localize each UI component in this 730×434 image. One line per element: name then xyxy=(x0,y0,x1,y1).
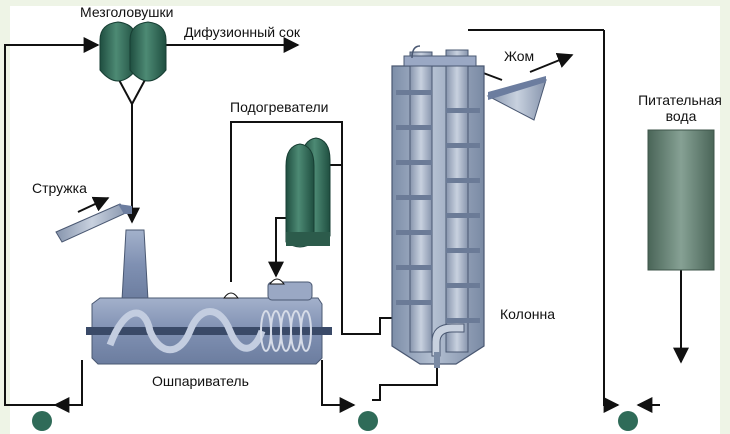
pipe-scalder-to-pump-mid xyxy=(321,360,356,413)
column-tube-right xyxy=(445,49,469,353)
label-feed-water-line1: Питательная xyxy=(638,92,722,108)
mezgolovushki-vessels xyxy=(99,21,167,82)
pipe-mezgolovushki-down xyxy=(117,77,147,107)
column-tube-left xyxy=(409,51,433,353)
mezgolovushka-right xyxy=(129,21,167,82)
arrow-pulp-exit xyxy=(529,52,574,73)
pump-middle xyxy=(358,411,378,431)
scalder-feed-tower xyxy=(121,229,149,301)
scalder-top-cap xyxy=(267,281,313,301)
pipe-left-return xyxy=(4,37,100,406)
scalder xyxy=(86,229,332,365)
column-bottom-elbow xyxy=(431,323,465,357)
frame-right xyxy=(720,0,730,434)
heaters xyxy=(285,137,331,248)
column-drain xyxy=(434,352,440,368)
label-column: Колонна xyxy=(500,306,555,322)
label-diffusion-juice: Дифузионный сок xyxy=(184,24,301,40)
label-feed-water-line2: вода xyxy=(666,108,697,124)
diffusion-column xyxy=(391,45,485,368)
column-top-hook xyxy=(411,45,421,59)
scalder-shaft xyxy=(86,327,332,335)
frame-top xyxy=(0,0,730,6)
scalder-auger xyxy=(106,308,266,354)
pulp-chute-top xyxy=(488,76,546,100)
label-chips: Стружка xyxy=(32,180,87,196)
pipes xyxy=(4,29,689,413)
label-pulp: Жом xyxy=(504,48,534,64)
pipe-scalder-to-pump-left xyxy=(53,360,83,413)
pump-right xyxy=(618,411,638,431)
scalder-dome-2 xyxy=(269,278,285,285)
pipe-column-to-pump-right xyxy=(603,30,620,413)
chips-chute xyxy=(55,203,132,243)
pump-left xyxy=(32,411,52,431)
column-top-cap xyxy=(403,55,477,67)
arrow-chips xyxy=(77,196,110,213)
heater-front xyxy=(285,143,315,248)
scalder-dome-1 xyxy=(223,292,239,299)
label-heaters: Подогреватели xyxy=(230,99,329,115)
heater-base xyxy=(286,232,330,246)
pipe-heater-top xyxy=(230,121,392,335)
chute-end xyxy=(118,204,132,214)
scalder-coil xyxy=(260,310,312,352)
pipe-pump-mid-to-column xyxy=(372,355,438,401)
pulp-chute xyxy=(486,76,547,121)
label-scalder: Ошпариватель xyxy=(152,373,249,389)
chute-trough xyxy=(55,203,129,243)
column-baffles xyxy=(396,90,480,323)
feed-water-tank xyxy=(647,129,715,271)
label-mezgolovushki: Мезголовушки xyxy=(80,4,173,20)
